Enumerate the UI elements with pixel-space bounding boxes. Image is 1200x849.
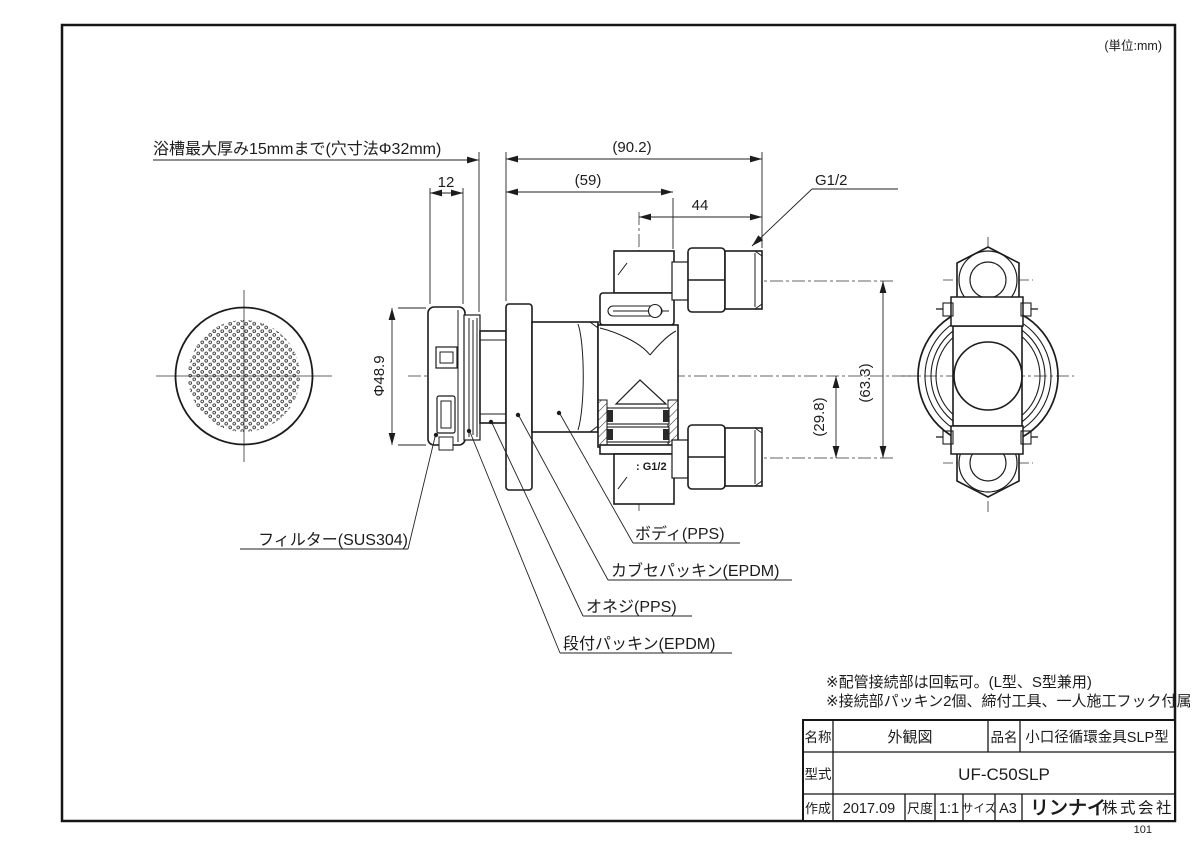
bottom-band bbox=[950, 425, 1024, 455]
dim-g12: G1/2 bbox=[815, 172, 848, 189]
company-suffix-text: 株式会社 bbox=[1102, 799, 1174, 817]
dimension-texts: 浴槽最大厚み15mmまで(穴寸法Φ32mm) 12 (90.2) (59) 44… bbox=[153, 139, 874, 437]
titleblock-model-value: UF-C50SLP bbox=[958, 765, 1050, 784]
packing-ring-1 bbox=[606, 407, 670, 425]
packing-ring-2 bbox=[606, 426, 670, 443]
clamp-screw-head bbox=[647, 303, 663, 319]
titleblock-product-value: 小口径循環金具SLP型 bbox=[1025, 729, 1168, 746]
callout-stepped-packing: 段付パッキン(EPDM) bbox=[563, 635, 715, 653]
titleblock-model-label: 型式 bbox=[805, 767, 833, 782]
male-thread-sleeve bbox=[479, 330, 507, 424]
dim-63-3: (63.3) bbox=[857, 363, 874, 402]
tee-upper-pipe bbox=[613, 250, 675, 294]
dimensions bbox=[153, 152, 898, 458]
dim-90-2: (90.2) bbox=[612, 139, 651, 156]
titleblock-name-label: 名称 bbox=[805, 730, 832, 745]
side-section-view: : G1/2 bbox=[427, 247, 763, 505]
titleblock-name-value: 外観図 bbox=[887, 729, 932, 746]
titleblock-created-value: 2017.09 bbox=[843, 801, 895, 817]
top-band bbox=[950, 296, 1024, 327]
body-cylinder bbox=[531, 321, 599, 433]
tee-bottom-plate bbox=[599, 444, 679, 455]
units-note: (単位:mm) bbox=[1104, 38, 1162, 53]
drawing-border: 101 (単位:mm) bbox=[60, 23, 1177, 836]
page-number: 101 bbox=[1134, 824, 1152, 836]
company-logo-text: リンナイ bbox=[1030, 798, 1106, 819]
filter-mesh-dots bbox=[188, 320, 300, 432]
inner-cone bbox=[614, 379, 668, 405]
tee-lower-pipe bbox=[613, 453, 675, 505]
filter-front-view bbox=[174, 306, 314, 446]
remark-line2: ※接続部パッキン2個、締付工具、一人施工フック付属 bbox=[826, 693, 1191, 710]
section-hatch-left bbox=[597, 399, 608, 448]
remarks: ※配管接続部は回転可。(L型、S型兼用) ※接続部パッキン2個、締付工具、一人施… bbox=[826, 674, 1191, 710]
flange bbox=[505, 303, 533, 491]
remark-line1: ※配管接続部は回転可。(L型、S型兼用) bbox=[826, 674, 1092, 691]
packing-stack bbox=[463, 314, 481, 441]
dim-59: (59) bbox=[575, 172, 602, 189]
dim-29-8: (29.8) bbox=[811, 397, 828, 436]
title-block: 名称 外観図 品名 小口径循環金具SLP型 型式 UF-C50SLP 作成 20… bbox=[802, 719, 1176, 822]
callout-male-thread: オネジ(PPS) bbox=[586, 598, 677, 616]
body-stamp-text: : G1/2 bbox=[636, 461, 667, 473]
bottom-connector-thread bbox=[724, 427, 763, 487]
bore-circle bbox=[953, 341, 1023, 411]
callout-cover-packing: カブセパッキン(EPDM) bbox=[611, 561, 779, 580]
end-view bbox=[917, 246, 1059, 498]
titleblock-size-label: サイズ bbox=[962, 801, 996, 815]
titleblock-scale-label: 尺度 bbox=[907, 801, 933, 816]
dim-dia-48-9: Φ48.9 bbox=[371, 355, 388, 396]
callouts: フィルター(SUS304) ボディ(PPS) カブセパッキン(EPDM) オネジ… bbox=[240, 410, 792, 654]
dim-12: 12 bbox=[438, 174, 455, 191]
top-connector-thread bbox=[724, 250, 763, 310]
titleblock-product-label: 品名 bbox=[991, 730, 1018, 745]
dim-44: 44 bbox=[692, 197, 709, 214]
titleblock-created-label: 作成 bbox=[805, 801, 831, 816]
callout-body: ボディ(PPS) bbox=[635, 524, 725, 543]
callout-filter: フィルター(SUS304) bbox=[258, 531, 408, 549]
end-view-body bbox=[952, 325, 1023, 427]
bath-wall-note: 浴槽最大厚み15mmまで(穴寸法Φ32mm) bbox=[153, 140, 441, 158]
titleblock-scale-value: 1:1 bbox=[939, 801, 959, 817]
titleblock-size-value: A3 bbox=[999, 801, 1017, 817]
